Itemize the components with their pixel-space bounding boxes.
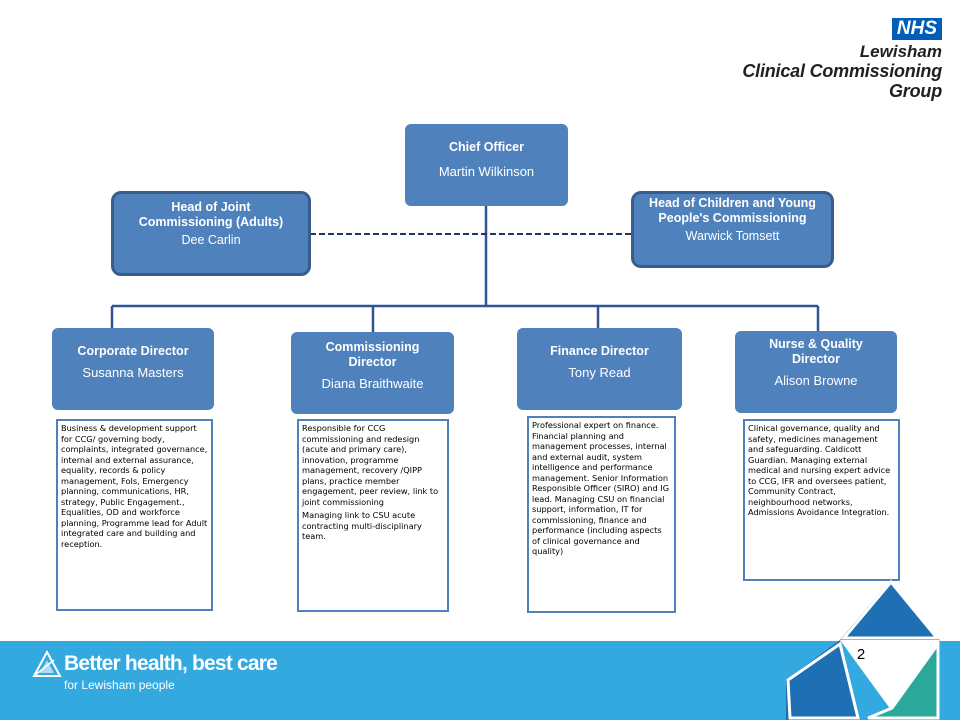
org-name-line1: Lewisham xyxy=(859,42,942,61)
nurse-quality-director-title: Nurse & Quality Director xyxy=(769,337,863,366)
commissioning-director-description-text-1: Responsible for CCG commissioning and re… xyxy=(302,423,439,507)
page-number: 2 xyxy=(856,646,866,663)
finance-director-title: Finance Director xyxy=(550,344,649,358)
nurse-quality-director-description-text: Clinical governance, quality and safety,… xyxy=(748,423,891,517)
finance-director-description: Professional expert on finance. Financia… xyxy=(527,416,676,613)
finance-director-description-text: Professional expert on finance. Financia… xyxy=(532,420,670,556)
head-joint-commissioning-title: Head of Joint Commissioning (Adults) xyxy=(138,200,284,229)
commissioning-director-description: Responsible for CCG commissioning and re… xyxy=(297,419,449,612)
commissioning-director-box: Commissioning Director Diana Braithwaite xyxy=(291,332,454,414)
finance-director-name: Tony Read xyxy=(568,365,631,380)
corporate-director-box: Corporate Director Susanna Masters xyxy=(52,328,214,410)
nurse-quality-director-description: Clinical governance, quality and safety,… xyxy=(743,419,900,581)
corporate-director-name: Susanna Masters xyxy=(82,365,184,380)
head-joint-commissioning-name: Dee Carlin xyxy=(181,233,241,247)
commissioning-director-name: Diana Braithwaite xyxy=(321,376,424,391)
corporate-director-title: Corporate Director xyxy=(77,344,189,358)
chief-officer-name: Martin Wilkinson xyxy=(438,164,535,179)
chief-officer-title: Chief Officer xyxy=(448,140,524,154)
chief-officer-box: Chief Officer Martin Wilkinson xyxy=(405,124,568,206)
nurse-quality-director-box: Nurse & Quality Director Alison Browne xyxy=(735,331,897,413)
head-joint-commissioning-box: Head of Joint Commissioning (Adults) Dee… xyxy=(111,191,311,276)
footer-tagline: Better health, best care xyxy=(64,652,278,675)
commissioning-director-description-text-2: Managing link to CSU acute contracting m… xyxy=(302,510,422,541)
nhs-logo: NHS Lewisham Clinical Commissioning Grou… xyxy=(712,18,942,101)
triangle-logo-icon xyxy=(32,650,62,677)
nurse-quality-director-name: Alison Browne xyxy=(774,373,858,388)
commissioning-director-title: Commissioning Director xyxy=(325,340,420,369)
triangle-graphic xyxy=(786,579,941,720)
corporate-director-description: Business & development support for CCG/ … xyxy=(56,419,213,611)
head-children-commissioning-box: Head of Children and Young People's Comm… xyxy=(631,191,834,268)
corporate-director-description-text: Business & development support for CCG/ … xyxy=(61,423,208,549)
head-children-commissioning-title: Head of Children and Young People's Comm… xyxy=(649,196,816,225)
org-name-line2: Clinical Commissioning Group xyxy=(742,61,942,101)
finance-director-box: Finance Director Tony Read xyxy=(517,328,682,410)
nhs-badge: NHS xyxy=(891,18,942,40)
head-children-commissioning-name: Warwick Tomsett xyxy=(685,229,780,243)
footer-subline: for Lewisham people xyxy=(64,678,175,692)
